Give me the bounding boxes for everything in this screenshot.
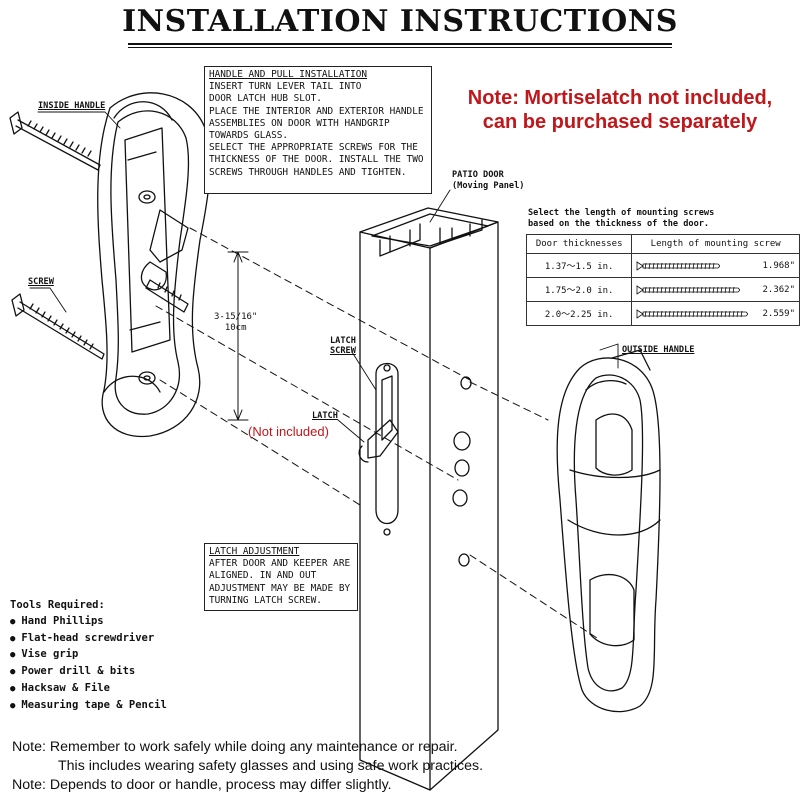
- latch-adjustment-box: LATCH ADJUSTMENT AFTER DOOR AND KEEPER A…: [204, 543, 358, 611]
- length-value: 2.559": [762, 308, 795, 319]
- title-underline-thin: [128, 47, 672, 48]
- mortise-latch-note: Note: Mortiselatch not included, can be …: [440, 86, 800, 134]
- table-header-thickness: Door thicknesses: [525, 234, 633, 254]
- patio-door-label: PATIO DOOR: [452, 170, 504, 180]
- handle-installation-box: HANDLE AND PULL INSTALLATION INSERT TURN…: [204, 66, 432, 194]
- screw-caption-line-1: Select the length of mounting screws: [528, 208, 715, 218]
- thickness-cell: 1.37〜1.5 in.: [525, 253, 633, 278]
- screw-label: SCREW: [28, 277, 54, 287]
- moving-panel-label: (Moving Panel): [452, 181, 525, 191]
- process-note: Note: Depends to door or handle, process…: [12, 777, 392, 793]
- title-underline: [128, 43, 672, 45]
- not-included-label: (Not included): [248, 424, 329, 439]
- list-item: Hacksaw & File: [10, 681, 167, 698]
- inside-handle-label: INSIDE HANDLE: [38, 101, 106, 111]
- table-row: 1.75〜2.0 in. 2.362": [525, 277, 800, 302]
- safety-notes: Note: Remember to work safely while doin…: [12, 738, 483, 795]
- thickness-cell: 1.75〜2.0 in.: [525, 277, 633, 302]
- list-item: Power drill & bits: [10, 664, 167, 681]
- dimension-label: 3-15/16" 10cm: [214, 312, 257, 334]
- screw-icon: [636, 284, 741, 295]
- safety-note-line-2: This includes wearing safety glasses and…: [58, 758, 484, 774]
- outside-handle-drawing: [556, 343, 661, 713]
- upper-screw-drawing: [9, 111, 101, 171]
- handle-installation-text: INSERT TURN LEVER TAIL INTO DOOR LATCH H…: [209, 81, 424, 178]
- lower-screw-drawing: [11, 293, 105, 360]
- thickness-cell: 2.0〜2.25 in.: [525, 301, 633, 326]
- inside-handle-drawing: [97, 92, 211, 438]
- mortise-note-line-1: Note: Mortiselatch not included,: [467, 87, 773, 109]
- latch-adjustment-heading: LATCH ADJUSTMENT: [209, 546, 300, 557]
- latch-adjustment-text: AFTER DOOR AND KEEPER ARE ALIGNED. IN AN…: [209, 558, 351, 606]
- length-value: 2.362": [762, 284, 795, 295]
- latch-screw-label-line1: LATCH: [330, 336, 356, 346]
- patio-door-drawing: [359, 207, 499, 791]
- latch-screw-label-line2: SCREW: [330, 346, 356, 356]
- length-value: 1.968": [762, 260, 795, 271]
- table-header-row: Door thicknesses Length of mounting scre…: [525, 234, 800, 254]
- mortise-note-line-2: can be purchased separately: [482, 111, 758, 133]
- screw-icon: [636, 308, 749, 319]
- list-item: Measuring tape & Pencil: [10, 698, 166, 715]
- screw-table-caption: Select the length of mounting screws bas…: [528, 208, 714, 230]
- list-item: Flat-head screwdriver: [10, 631, 167, 648]
- latch-drawing: [337, 351, 399, 536]
- handle-installation-heading: HANDLE AND PULL INSTALLATION: [209, 69, 368, 80]
- tools-required-list: Tools Required: Hand Phillips Flat-head …: [10, 598, 167, 715]
- page-title: INSTALLATION INSTRUCTIONS: [122, 4, 678, 39]
- screw-icon: [636, 260, 721, 271]
- table-row: 1.37〜1.5 in. 1.968": [525, 253, 800, 278]
- list-item: Hand Phillips: [10, 614, 167, 631]
- screw-caption-line-2: based on the thickness of the door.: [528, 219, 710, 229]
- outside-handle-label: OUTSIDE HANDLE: [622, 345, 695, 355]
- latch-label: LATCH: [312, 411, 338, 421]
- safety-note-line-1: Note: Remember to work safely while doin…: [12, 739, 458, 755]
- tools-heading: Tools Required:: [10, 599, 105, 611]
- dimension-inches: 3-15/16": [214, 312, 258, 322]
- dimension-cm: 10cm: [224, 323, 247, 333]
- table-header-length: Length of mounting screw: [631, 234, 800, 254]
- screw-length-table: Door thicknesses Length of mounting scre…: [525, 234, 800, 326]
- list-item: Vise grip: [10, 647, 167, 664]
- table-row: 2.0〜2.25 in. 2.559": [525, 301, 800, 326]
